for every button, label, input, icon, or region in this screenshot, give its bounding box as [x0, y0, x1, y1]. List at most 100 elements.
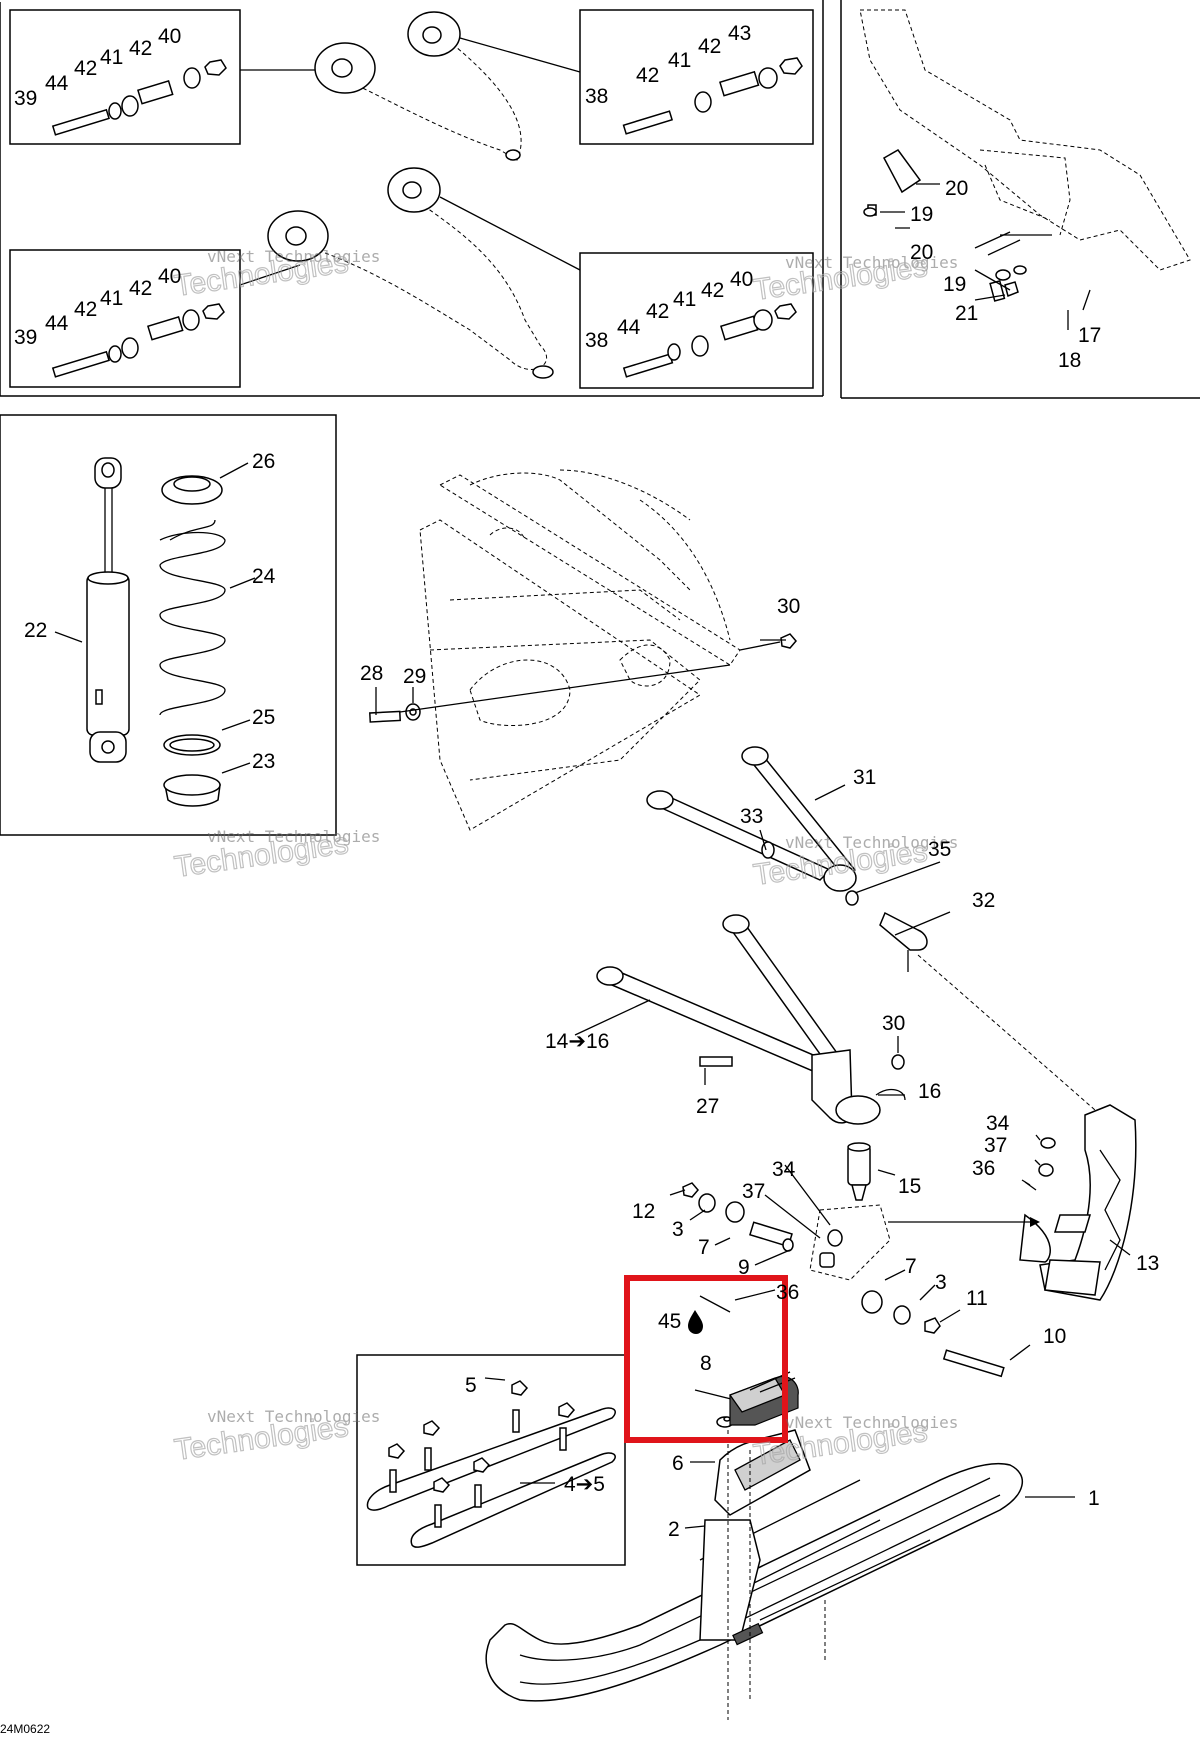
callout: 42 — [129, 277, 152, 300]
upper-a-arm — [646, 746, 928, 972]
callout: 30 — [777, 595, 800, 618]
grease-drop-icon — [688, 1310, 703, 1334]
callout: 12 — [632, 1200, 655, 1223]
callout: 13 — [1136, 1252, 1159, 1275]
bumper-bracket — [859, 9, 1191, 302]
shock-leaders — [54, 462, 256, 774]
callout: 42 — [129, 37, 152, 60]
callout: 42 — [74, 298, 97, 321]
hardware-stack-tl-a — [51, 59, 227, 136]
callout: 24 — [252, 565, 276, 588]
runner-kit-frame — [356, 1354, 626, 1566]
callouts-box-tl-b: 39 44 42 41 42 40 — [14, 265, 181, 349]
callouts-box-tl-a: 39 44 42 41 42 40 — [14, 25, 181, 110]
callout: 38 — [585, 329, 608, 352]
callout: 2 — [668, 1518, 680, 1541]
callout: 6 — [672, 1452, 684, 1475]
callout: 43 — [728, 22, 751, 45]
callout: 44 — [617, 316, 641, 339]
callout: 42 — [701, 279, 724, 302]
callout: 45 — [658, 1310, 681, 1333]
svg-text:vNext Technologies: vNext Technologies — [785, 1413, 958, 1432]
callout: 29 — [403, 665, 426, 688]
callout: 18 — [1058, 349, 1081, 372]
callout: 7 — [905, 1255, 917, 1278]
hardware-stack-tl-b — [51, 303, 225, 378]
drawing-code: 24M0622 — [0, 1722, 51, 1736]
callout: 4➔5 — [564, 1473, 605, 1496]
callout: 39 — [14, 87, 37, 110]
spindle — [1019, 1104, 1137, 1301]
shock-absorber — [86, 457, 130, 763]
callout: 35 — [928, 838, 951, 861]
lower-arm-top — [239, 167, 581, 379]
callouts-shock: 26 24 22 25 23 — [24, 450, 276, 773]
callout: 30 — [882, 1012, 905, 1035]
watermark-1: vNext Technologies Technologies — [172, 245, 381, 303]
callout: 16 — [918, 1080, 941, 1103]
svg-text:vNext Technologies: vNext Technologies — [207, 1407, 380, 1426]
lower-a-arm — [596, 914, 906, 1201]
svg-text:vNext Technologies: vNext Technologies — [785, 253, 958, 272]
svg-text:vNext Technologies: vNext Technologies — [785, 833, 958, 852]
callout: 44 — [45, 312, 69, 335]
callout: 34 — [986, 1112, 1010, 1135]
callout: 42 — [636, 64, 659, 87]
callout: 26 — [252, 450, 275, 473]
chassis-frame — [419, 469, 741, 831]
hardware-box-tr-b — [579, 252, 814, 389]
callout: 9 — [738, 1256, 750, 1279]
callout: 8 — [700, 1352, 712, 1375]
callouts-bracket: 20 19 20 19 21 17 18 — [910, 177, 1101, 372]
callouts-main: 30 28 29 31 33 35 32 30 14➔16 16 27 15 3… — [360, 595, 1159, 1541]
callout: 25 — [252, 706, 275, 729]
hardware-stack-tr-b — [622, 303, 797, 378]
callout: 28 — [360, 662, 383, 685]
callout: 39 — [14, 326, 37, 349]
callout: 3 — [672, 1218, 684, 1241]
callout: 31 — [853, 766, 876, 789]
hardware-box-tl-a — [9, 9, 241, 145]
callout: 10 — [1043, 1325, 1066, 1348]
callout: 36 — [972, 1157, 995, 1180]
callout: 23 — [252, 750, 275, 773]
bracket-leaders — [880, 183, 1091, 330]
callout: 1 — [1088, 1487, 1100, 1510]
hardware-box-tl-b — [9, 249, 241, 388]
callout: 32 — [972, 889, 995, 912]
callout: 17 — [1078, 324, 1101, 347]
callout: 38 — [585, 85, 608, 108]
callout: 14➔16 — [545, 1030, 609, 1053]
ski-wear-pad — [728, 1371, 799, 1426]
callout: 22 — [24, 619, 47, 642]
callout: 11 — [966, 1287, 988, 1310]
spring — [159, 475, 226, 807]
watermark-5: vNext Technologies Technologies — [172, 1407, 381, 1468]
callout: 19 — [943, 273, 966, 296]
callout: 21 — [955, 302, 978, 325]
main-leaders — [375, 639, 1131, 1529]
svg-text:vNext Technologies: vNext Technologies — [207, 827, 380, 846]
callout: 27 — [696, 1095, 719, 1118]
callout: 40 — [730, 268, 753, 291]
bracket-frame — [840, 0, 1200, 399]
callout: 44 — [45, 72, 69, 95]
callout: 42 — [74, 57, 97, 80]
ski — [485, 1416, 1024, 1720]
callout: 34 — [772, 1158, 796, 1181]
upper-arm-top — [240, 11, 581, 161]
svg-text:vNext Technologies: vNext Technologies — [207, 247, 380, 266]
callout: 20 — [945, 177, 968, 200]
callouts-box-tr-b: 38 44 42 41 42 40 — [585, 268, 753, 352]
callout: 40 — [158, 25, 181, 48]
callout: 15 — [898, 1175, 921, 1198]
callout: 41 — [668, 49, 691, 72]
callout: 36 — [776, 1281, 799, 1304]
hardware-stack-tr-a — [622, 57, 803, 135]
callouts-box-tr-a: 38 42 41 42 43 — [585, 22, 751, 108]
callout: 33 — [740, 805, 763, 828]
callout: 7 — [698, 1236, 710, 1259]
callout: 5 — [465, 1374, 477, 1397]
callout: 20 — [910, 241, 933, 264]
